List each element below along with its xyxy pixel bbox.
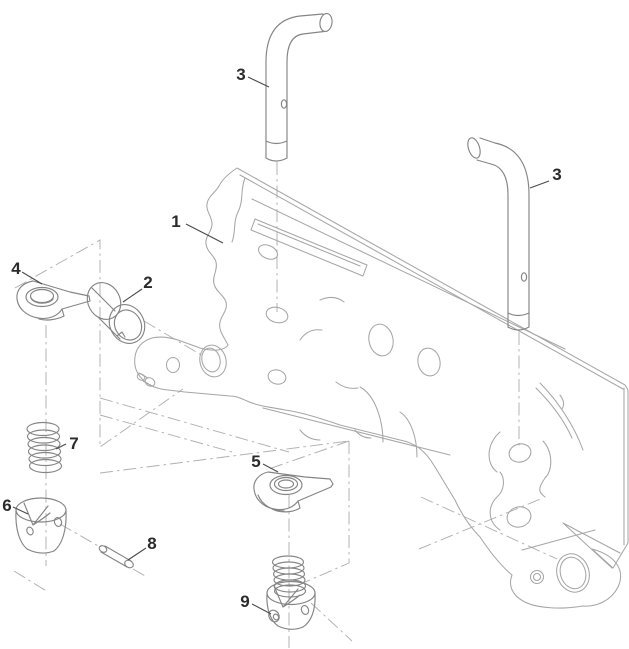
bracket-flange-edge	[239, 174, 624, 390]
bracket-texture-squiggles	[299, 296, 565, 441]
leader-3-front	[247, 76, 270, 88]
cup-left-rim	[15, 497, 67, 523]
handle-front-hole	[280, 99, 288, 109]
phantom-axis-diagonal-a	[99, 397, 290, 453]
latch-keeper-lower-center	[253, 471, 334, 513]
latch-cup-spring-assembly	[266, 555, 316, 630]
bracket-front-hole	[267, 369, 287, 385]
handle-front-end-cap	[319, 12, 333, 33]
latch-cup-right	[266, 580, 316, 630]
clevis-pin	[98, 545, 134, 569]
latch-cup-left	[15, 497, 67, 554]
leader-6	[12, 506, 29, 515]
cup-right-side-hole	[300, 605, 310, 615]
centerline-pin	[59, 523, 148, 578]
cup-right-notch	[273, 585, 301, 608]
bracket-hook-curves	[262, 386, 451, 458]
leader-7	[55, 443, 67, 450]
boss-bore-outer	[556, 553, 590, 593]
phantom-panel-right	[302, 441, 350, 584]
grease-stud	[136, 372, 156, 387]
callout-1: 1	[171, 212, 180, 231]
cup-left-notch	[23, 502, 51, 526]
bracket-flange-body-edge	[251, 198, 566, 350]
handle-rear-end-cap	[467, 137, 481, 159]
phantom-panel-right-top	[265, 440, 350, 471]
callout-5: 5	[251, 452, 260, 471]
arm-small-hole	[165, 356, 181, 374]
callout-7: 7	[69, 434, 78, 453]
leader-1	[185, 223, 224, 244]
centerline-boss-cross	[418, 496, 558, 560]
cup-right-barrel	[268, 609, 280, 623]
handle-rod-rear	[467, 137, 530, 331]
main-bracket-weldment	[134, 167, 629, 609]
bushing	[86, 282, 146, 344]
bracket-right-plate	[521, 387, 625, 569]
bracket-plate-cut-curve	[535, 382, 584, 451]
bracket-lug-outlines	[488, 431, 552, 531]
arm-big-hole	[199, 344, 227, 378]
bracket-lug-hole-lower	[506, 506, 532, 528]
bracket-mid-hole-a	[368, 323, 394, 357]
bracket-silhouette	[134, 167, 629, 609]
latch-keeper-upper-left	[16, 280, 91, 321]
keeper-lower-boss	[269, 474, 303, 496]
callout-3-front: 3	[236, 65, 245, 84]
cup-left-side-hole	[53, 517, 63, 527]
phantom-panel-bottom-edge	[99, 440, 350, 474]
handle-rod-front	[265, 12, 333, 162]
bracket-top-hole	[265, 306, 289, 324]
phantom-fragment-left	[13, 570, 49, 593]
bracket-body-wavy-inner	[231, 177, 246, 243]
callout-2: 2	[143, 273, 152, 292]
bracket-lug-hole-upper	[508, 443, 532, 463]
leader-4	[21, 271, 43, 285]
phantom-fragment-right	[310, 602, 353, 642]
callout-8: 8	[147, 534, 156, 553]
bracket-mid-hole-b	[417, 347, 441, 377]
spring-right	[271, 555, 307, 598]
boss-bolt-hole-outer	[529, 569, 545, 585]
bushing-bore	[113, 309, 143, 341]
leader-5	[262, 463, 279, 473]
callouts: 1 2 3 3 4 5 6 7 8 9	[2, 65, 562, 615]
keeper-lower-hole	[273, 476, 299, 492]
callout-6: 6	[2, 496, 11, 515]
callout-9: 9	[240, 592, 249, 611]
boss-bore-inner	[559, 556, 587, 590]
phantom-panel-left	[14, 239, 184, 448]
callout-3-rear: 3	[552, 165, 561, 184]
keeper-upper-hole	[29, 288, 55, 304]
bracket-slot-plate	[250, 218, 368, 277]
leader-8	[127, 547, 147, 561]
handle-rear-hole	[520, 272, 528, 282]
spring-left	[26, 421, 63, 474]
leader-3-rear	[529, 180, 550, 189]
leader-9	[251, 603, 272, 615]
boss-bolt-hole-inner	[532, 572, 542, 582]
callout-4: 4	[11, 259, 21, 278]
cup-left-front-hole	[26, 526, 34, 536]
phantom-axis-diagonal-b	[99, 414, 233, 453]
arm-big-hole-inner	[201, 347, 221, 373]
keeper-upper-boss	[25, 286, 59, 308]
bracket-flange-hole	[258, 244, 278, 260]
leader-2	[122, 288, 143, 303]
